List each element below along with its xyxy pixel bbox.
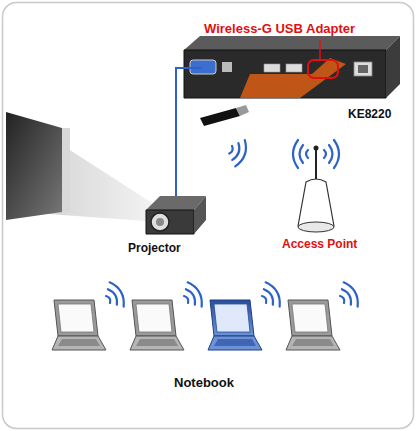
adapter-label: Wireless-G USB Adapter	[204, 22, 355, 36]
projector-label: Projector	[128, 242, 181, 255]
access-point-label: Access Point	[282, 238, 357, 251]
notebook-label: Notebook	[174, 376, 234, 390]
device-label: KE8220	[348, 108, 391, 121]
